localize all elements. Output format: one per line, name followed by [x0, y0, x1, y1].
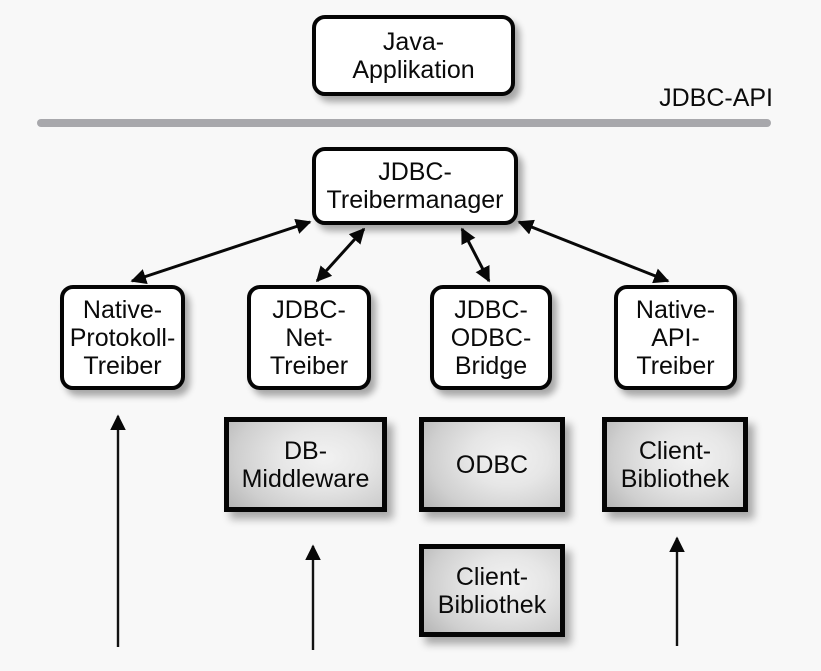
node-java-application[interactable]: Java- Applikation — [312, 15, 515, 96]
jdbc-api-separator-bar — [37, 119, 771, 127]
node-odbc[interactable]: ODBC — [419, 417, 565, 512]
node-jdbc-odbc-bridge[interactable]: JDBC- ODBC- Bridge — [430, 285, 552, 390]
node-jdbc-treibermanager[interactable]: JDBC- Treibermanager — [312, 147, 518, 225]
node-jdbc-net-treiber[interactable]: JDBC- Net- Treiber — [247, 285, 371, 390]
connector-manager-native-protokoll — [130, 219, 312, 284]
node-client-bibliothek-native-api[interactable]: Client- Bibliothek — [602, 417, 748, 512]
node-native-api-treiber[interactable]: Native- API- Treiber — [614, 285, 737, 390]
jdbc-api-label: JDBC-API — [659, 84, 773, 112]
connector-manager-jdbc-net — [315, 227, 366, 283]
node-native-protokoll-treiber[interactable]: Native- Protokoll- Treiber — [60, 285, 185, 390]
connector-manager-jdbc-odbc-bridge — [460, 227, 491, 283]
node-client-bibliothek-odbc[interactable]: Client- Bibliothek — [419, 544, 565, 637]
node-db-middleware[interactable]: DB- Middleware — [224, 417, 387, 512]
connector-manager-native-api — [517, 219, 670, 284]
